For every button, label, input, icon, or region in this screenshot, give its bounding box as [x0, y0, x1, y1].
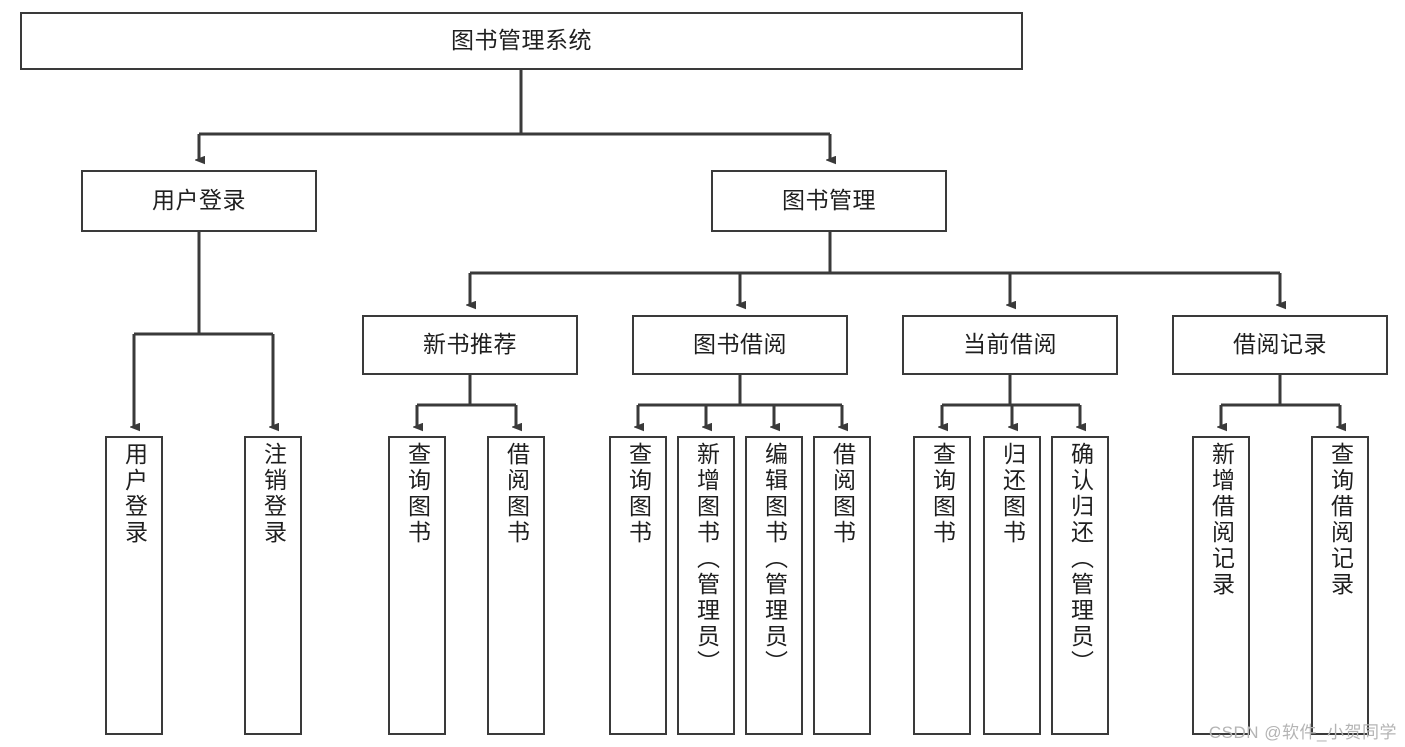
node-user-login[interactable]: 用户登录 [81, 170, 317, 232]
node-borrow-add-book-admin[interactable]: 新增图书（管理员） [677, 436, 735, 735]
node-current-query-book[interactable]: 查询图书 [913, 436, 971, 735]
node-new-book-recommend[interactable]: 新书推荐 [362, 315, 578, 375]
node-recommend-query-book[interactable]: 查询图书 [388, 436, 446, 735]
node-new-book-recommend-label: 新书推荐 [423, 331, 517, 358]
node-book-management-label: 图书管理 [782, 187, 876, 214]
watermark: CSDN @软件_小贺同学 [1208, 723, 1397, 742]
node-current-confirm-return-admin[interactable]: 确认归还（管理员） [1051, 436, 1109, 735]
node-recommend-borrow-book[interactable]: 借阅图书 [487, 436, 545, 735]
node-borrow-records[interactable]: 借阅记录 [1172, 315, 1388, 375]
node-borrow-query-book-label: 查询图书 [625, 442, 652, 546]
node-current-return-book-label: 归还图书 [999, 442, 1026, 546]
node-book-management[interactable]: 图书管理 [711, 170, 947, 232]
node-user-login-leaf-label: 用户登录 [121, 442, 148, 546]
node-borrow-edit-book-admin-label: 编辑图书（管理员） [761, 442, 788, 676]
node-root-label: 图书管理系统 [451, 27, 592, 54]
node-user-logout-leaf-label: 注销登录 [260, 442, 287, 546]
node-borrow-borrow-book[interactable]: 借阅图书 [813, 436, 871, 735]
node-current-borrow-label: 当前借阅 [963, 331, 1057, 358]
node-current-query-book-label: 查询图书 [929, 442, 956, 546]
node-current-borrow[interactable]: 当前借阅 [902, 315, 1118, 375]
node-records-add-label: 新增借阅记录 [1208, 442, 1235, 598]
node-borrow-records-label: 借阅记录 [1233, 331, 1327, 358]
node-recommend-borrow-book-label: 借阅图书 [503, 442, 530, 546]
node-book-borrow[interactable]: 图书借阅 [632, 315, 848, 375]
node-current-return-book[interactable]: 归还图书 [983, 436, 1041, 735]
node-root[interactable]: 图书管理系统 [20, 12, 1023, 70]
node-records-add[interactable]: 新增借阅记录 [1192, 436, 1250, 735]
node-user-login-label: 用户登录 [152, 187, 246, 214]
node-borrow-add-book-admin-label: 新增图书（管理员） [693, 442, 720, 676]
node-book-borrow-label: 图书借阅 [693, 331, 787, 358]
node-current-confirm-return-admin-label: 确认归还（管理员） [1067, 442, 1094, 676]
node-user-login-leaf[interactable]: 用户登录 [105, 436, 163, 735]
node-borrow-query-book[interactable]: 查询图书 [609, 436, 667, 735]
node-borrow-edit-book-admin[interactable]: 编辑图书（管理员） [745, 436, 803, 735]
node-borrow-borrow-book-label: 借阅图书 [829, 442, 856, 546]
node-recommend-query-book-label: 查询图书 [404, 442, 431, 546]
node-user-logout-leaf[interactable]: 注销登录 [244, 436, 302, 735]
node-records-query[interactable]: 查询借阅记录 [1311, 436, 1369, 735]
node-records-query-label: 查询借阅记录 [1327, 442, 1354, 598]
